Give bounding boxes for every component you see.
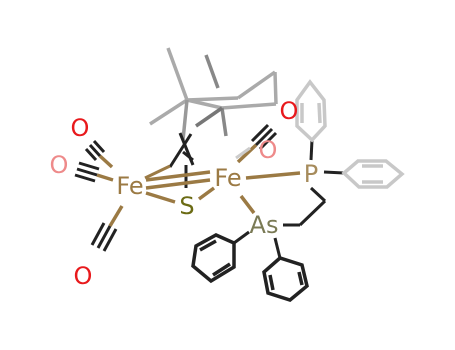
- ring-as-right-inner-2: [297, 271, 304, 286]
- bond-co-bl-c1: [96, 225, 112, 249]
- bond-fe-fe-lower: [145, 178, 211, 190]
- bond-co-tl-c2: [84, 147, 98, 162]
- bond-co-bl-c3: [102, 228, 118, 252]
- core-bonds: [144, 164, 216, 204]
- atom-fe-right: Fe: [214, 164, 241, 192]
- bond-fe-as: [239, 194, 256, 215]
- ring-p-right-outline: [341, 159, 405, 189]
- ring-as-right-inner-1: [268, 274, 275, 291]
- bond-co-faded: [235, 146, 251, 160]
- bond-cage-methyl-f: [220, 107, 228, 137]
- bond-co-l-c2: [78, 161, 100, 171]
- bond-p-ch2: [309, 186, 327, 203]
- atom-sulfur: S: [179, 192, 194, 220]
- bond-cage-methyl-e: [204, 54, 220, 89]
- bond-fe-co-l: [96, 173, 114, 182]
- bond-ch2-ch2: [298, 199, 327, 227]
- bond-fe-c-bridge: [144, 164, 171, 180]
- carbonyls-right: [235, 123, 278, 164]
- ring-as-right-outline: [262, 256, 309, 302]
- bond-as-ph-right: [273, 237, 282, 259]
- atom-arsenic: As: [250, 211, 279, 239]
- atom-oxygen-top-left: O: [71, 114, 90, 142]
- bond-co-tr-c2: [250, 123, 270, 143]
- bond-linker-2: [168, 133, 193, 168]
- atom-oxygen-left: O: [50, 151, 69, 179]
- atom-oxygen-right-faded: O: [259, 136, 278, 164]
- bond-co-bl-c2: [90, 222, 106, 246]
- bond-cage-bridge: [186, 96, 239, 102]
- phenyl-ring-as-left: [191, 233, 236, 284]
- ring-p-top-inner-2: [317, 102, 322, 124]
- bond-fe-s-right: [197, 186, 216, 201]
- bond-cage-d: [221, 102, 277, 110]
- atom-phosphorus: P: [304, 160, 318, 188]
- bond-cage-link: [195, 106, 223, 128]
- bond-fe-p: [245, 171, 301, 180]
- ring-as-left-inner-1: [199, 239, 217, 252]
- atom-fe-left: Fe: [116, 172, 143, 200]
- phenyl-ring-as-right: [262, 256, 309, 302]
- bond-as-ph-left: [233, 230, 250, 245]
- bond-co-tr-c1: [254, 127, 274, 147]
- bond-fe-s-left: [145, 191, 176, 204]
- bond-cage-methyl-top: [166, 47, 189, 101]
- bond-co-tr-c3: [258, 131, 278, 151]
- atom-oxygen-bottom-left: O: [74, 262, 93, 290]
- bond-co-tl-c3: [92, 139, 106, 154]
- ring-p-top-outline: [295, 79, 327, 143]
- bond-fe-fe-upper: [145, 170, 211, 182]
- phenyl-ring-p-top: [295, 79, 327, 143]
- ligand-bonds: [233, 139, 345, 259]
- linker-bonds: [168, 132, 195, 188]
- bond-cage-a: [186, 98, 223, 110]
- bond-fe-co-tr: [236, 143, 258, 164]
- ring-as-left-inner-2: [212, 262, 231, 277]
- bicyclic-cage: [149, 47, 278, 141]
- bond-fe-co-tl: [98, 154, 114, 169]
- ring-as-left-outline: [191, 233, 236, 284]
- bond-co-l-c1: [76, 167, 98, 177]
- bond-co-tl-c1: [88, 143, 102, 158]
- bond-cage-b: [236, 70, 277, 100]
- bond-p-ph-right: [323, 170, 345, 175]
- bond-co-l-c3: [74, 173, 96, 183]
- bond-p-ph-top: [309, 139, 314, 161]
- bond-fe-co-bl: [108, 205, 124, 227]
- bond-linker-3: [182, 150, 194, 162]
- bond-cage-down: [181, 99, 189, 141]
- bond-cage-methyl-left: [149, 98, 188, 126]
- phenyl-ring-p-right: [341, 159, 405, 189]
- bond-cage-c: [273, 71, 278, 105]
- carbonyls-left: [74, 139, 124, 252]
- atom-oxygen-top-right: O: [280, 97, 299, 125]
